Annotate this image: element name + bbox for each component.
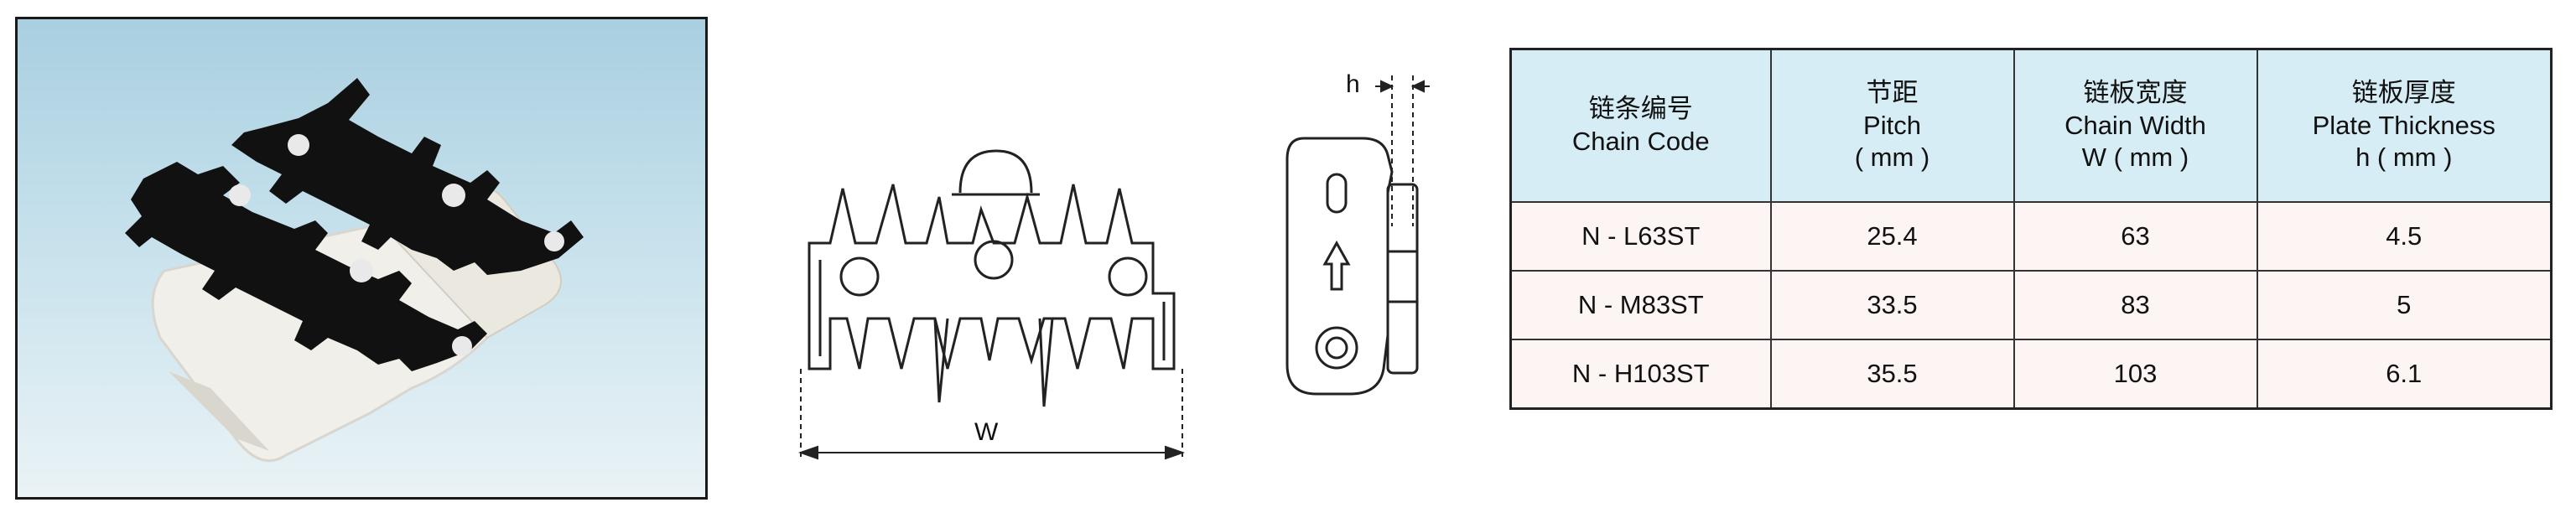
header-chain-code: 链条编号 Chain Code bbox=[1509, 48, 1772, 203]
cell-plate-thickness: 5 bbox=[2256, 270, 2553, 340]
table-row: N - L63ST 25.4 63 4.5 bbox=[1509, 201, 2553, 272]
header-unit: W ( mm ) bbox=[2081, 142, 2189, 173]
header-zh: 链板厚度 bbox=[2351, 77, 2456, 107]
table-header-row: 链条编号 Chain Code 节距 Pitch ( mm ) 链板宽度 Cha… bbox=[1509, 48, 2553, 203]
header-zh: 链板宽度 bbox=[2083, 77, 2188, 107]
header-plate-thickness: 链板厚度 Plate Thickness h ( mm ) bbox=[2256, 48, 2553, 203]
header-zh: 节距 bbox=[1866, 77, 1919, 107]
header-en: Chain Code bbox=[1571, 127, 1710, 156]
cell-pitch: 33.5 bbox=[1769, 270, 2015, 340]
cell-chain-code: N - M83ST bbox=[1509, 270, 1772, 340]
cell-chain-code: N - H103ST bbox=[1509, 339, 1772, 410]
table-row: N - H103ST 35.5 103 6.1 bbox=[1509, 339, 2553, 410]
header-unit: h ( mm ) bbox=[2355, 142, 2453, 173]
header-pitch: 节距 Pitch ( mm ) bbox=[1769, 48, 2015, 203]
cell-plate-thickness: 4.5 bbox=[2256, 201, 2553, 272]
side-view-drawing: h bbox=[1285, 70, 1430, 396]
thickness-dimension-label: h bbox=[1346, 70, 1360, 98]
header-unit: ( mm ) bbox=[1854, 142, 1930, 173]
product-photo bbox=[15, 17, 708, 500]
width-dimension-label: W bbox=[974, 418, 999, 446]
chain-spec-table: 链条编号 Chain Code 节距 Pitch ( mm ) 链板宽度 Cha… bbox=[1509, 48, 2553, 410]
cell-chain-width: 103 bbox=[2012, 339, 2258, 410]
cell-pitch: 35.5 bbox=[1769, 339, 2015, 410]
cell-chain-width: 63 bbox=[2012, 201, 2258, 272]
front-view-drawing: W bbox=[797, 149, 1186, 461]
header-en: Plate Thickness bbox=[2312, 110, 2496, 140]
cell-chain-code: N - L63ST bbox=[1509, 201, 1772, 272]
header-zh: 链条编号 bbox=[1588, 94, 1693, 124]
header-chain-width: 链板宽度 Chain Width W ( mm ) bbox=[2012, 48, 2258, 203]
header-en: Chain Width bbox=[2064, 110, 2206, 140]
cell-plate-thickness: 6.1 bbox=[2256, 339, 2553, 410]
table-row: N - M83ST 33.5 83 5 bbox=[1509, 270, 2553, 340]
chain-plate-photo bbox=[125, 78, 584, 463]
cell-pitch: 25.4 bbox=[1769, 201, 2015, 272]
cell-chain-width: 83 bbox=[2012, 270, 2258, 340]
header-en: Pitch bbox=[1863, 110, 1921, 140]
